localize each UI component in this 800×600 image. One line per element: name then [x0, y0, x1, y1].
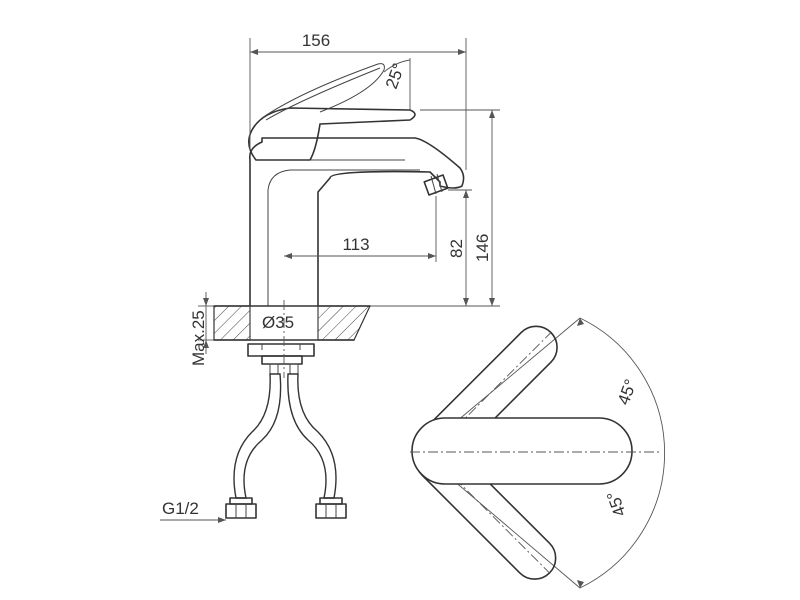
deck-thickness-label: Max.25: [189, 310, 208, 366]
rotation-arc: [579, 317, 665, 589]
dim-total-length: 156: [249, 31, 467, 170]
mounting-nut: [247, 343, 315, 375]
flexible-hoses: [225, 373, 347, 519]
body-inner-contour: [267, 169, 420, 306]
right-hose-fitting: [315, 497, 347, 519]
deck-section: [213, 305, 371, 341]
rotation-down-label: 45°: [603, 488, 630, 519]
dim-total-height: 146: [370, 109, 500, 307]
total-length-label: 156: [302, 31, 330, 50]
spout-height-label: 82: [447, 239, 466, 258]
handle-lever: [248, 107, 416, 161]
dim-connection-thread: G1/2: [160, 499, 226, 523]
total-height-label: 146: [473, 234, 492, 262]
dim-handle-angle: 25°: [382, 58, 411, 110]
spout-reach-label: 113: [342, 235, 369, 254]
rotation-up-label: 45°: [614, 377, 641, 408]
handle-angle-label: 25°: [382, 61, 409, 92]
dim-spout-height: 82: [447, 189, 472, 306]
dim-spout-reach: 113: [284, 196, 437, 262]
connection-thread-label: G1/2: [162, 499, 199, 518]
dim-mount-hole: Ø35: [262, 313, 294, 332]
mount-hole-label: Ø35: [262, 313, 294, 332]
handle-center-position: [410, 417, 660, 485]
left-hose-fitting: [225, 497, 257, 519]
top-view: 45° 45°: [410, 317, 665, 589]
faucet-body: [248, 137, 465, 307]
handle-top-grip: [261, 63, 385, 119]
dim-deck-thickness: Max.25: [189, 292, 214, 366]
aerator: [423, 173, 449, 196]
